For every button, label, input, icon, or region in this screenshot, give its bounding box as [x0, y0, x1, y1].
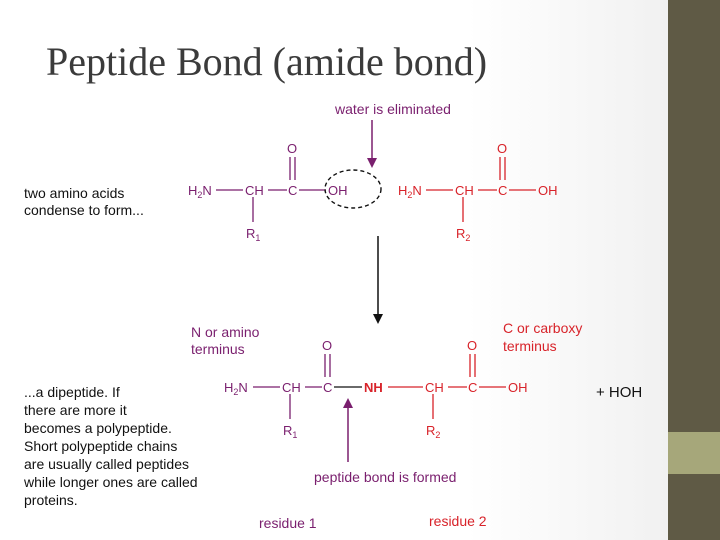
peptide-diagram: water is eliminated two amino acids cond… [23, 101, 642, 531]
svg-text:C: C [468, 380, 477, 395]
svg-text:there are more it: there are more it [24, 402, 127, 418]
two-amino-acids-line2: condense to form... [24, 202, 144, 218]
svg-text:H2N: H2N [224, 380, 248, 397]
plus-water-label: + HOH [596, 384, 642, 401]
slide-title: Peptide Bond (amide bond) [46, 39, 488, 84]
svg-text:O: O [322, 338, 332, 353]
svg-text:becomes a polypeptide.: becomes a polypeptide. [24, 420, 172, 436]
svg-text:CH: CH [245, 183, 264, 198]
amino-acid-1: H2N CH C O OH R1 [188, 141, 348, 243]
two-amino-acids-line1: two amino acids [24, 185, 124, 201]
svg-text:CH: CH [455, 183, 474, 198]
n-terminus-line2: terminus [191, 341, 245, 357]
svg-text:OH: OH [328, 183, 348, 198]
svg-text:OH: OH [508, 380, 528, 395]
svg-text:are usually called peptides: are usually called peptides [24, 456, 189, 472]
svg-text:C: C [323, 380, 332, 395]
peptide-bond-formed-label: peptide bond is formed [314, 469, 456, 485]
slide-background [0, 0, 668, 540]
svg-text:H2N: H2N [188, 183, 212, 200]
svg-text:C: C [498, 183, 507, 198]
svg-text:R1: R1 [246, 226, 260, 243]
amino-acid-2: H2N CH C O OH R2 [398, 141, 558, 243]
n-terminus-line1: N or amino [191, 324, 260, 340]
c-terminus-line1: C or carboxy [503, 320, 582, 336]
c-terminus-line2: terminus [503, 338, 557, 354]
svg-text:R1: R1 [283, 423, 297, 440]
residue-2-label: residue 2 [429, 513, 487, 529]
svg-text:C: C [288, 183, 297, 198]
svg-text:OH: OH [538, 183, 558, 198]
svg-text:...a dipeptide. If: ...a dipeptide. If [24, 384, 120, 400]
svg-text:CH: CH [282, 380, 301, 395]
water-elimination-circle [324, 169, 382, 209]
dipeptide-text-block: ...a dipeptide. If there are more it bec… [23, 384, 198, 508]
svg-text:while longer ones are called: while longer ones are called [23, 474, 198, 490]
decorative-accent-block [668, 432, 720, 474]
svg-text:proteins.: proteins. [24, 492, 78, 508]
dipeptide-residue-2: NH CH C O OH R2 [364, 338, 528, 440]
svg-text:H2N: H2N [398, 183, 422, 200]
svg-text:NH: NH [364, 380, 383, 395]
svg-text:R2: R2 [456, 226, 470, 243]
svg-text:R2: R2 [426, 423, 440, 440]
svg-text:CH: CH [425, 380, 444, 395]
svg-text:O: O [467, 338, 477, 353]
residue-1-label: residue 1 [259, 515, 317, 531]
water-eliminated-label: water is eliminated [334, 101, 451, 117]
svg-text:O: O [497, 141, 507, 156]
dipeptide-residue-1: H2N CH C O R1 [224, 338, 332, 440]
svg-text:Short polypeptide chains: Short polypeptide chains [24, 438, 177, 454]
svg-text:O: O [287, 141, 297, 156]
